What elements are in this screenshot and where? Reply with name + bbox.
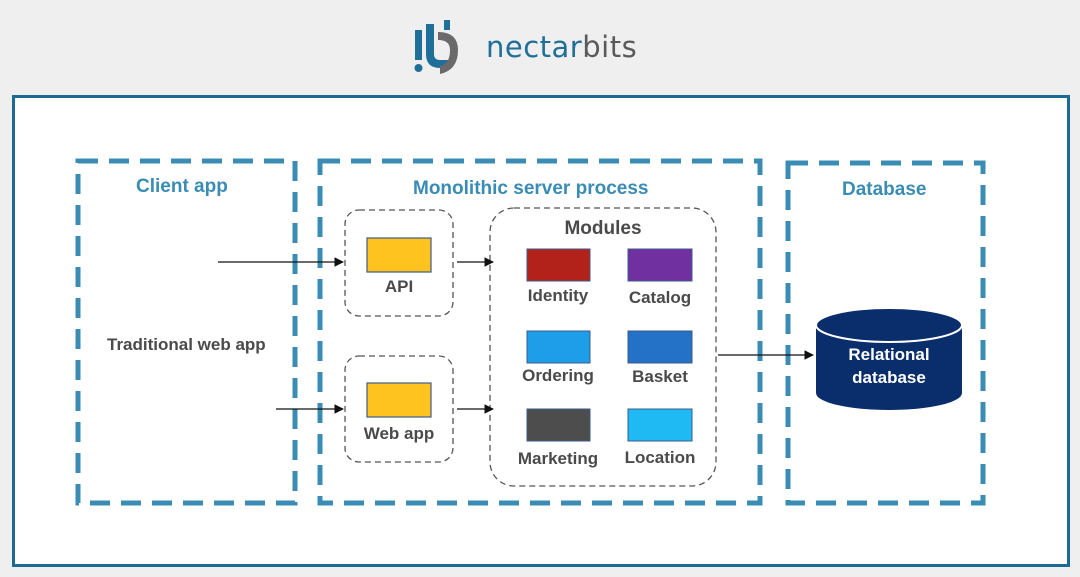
module-box-location	[627, 408, 693, 442]
database-label: Relational database	[816, 343, 962, 389]
modules-container	[489, 207, 717, 487]
module-label-marketing: Marketing	[517, 449, 599, 468]
api-box	[366, 237, 432, 273]
brand-name-part2: bits	[582, 30, 638, 64]
relational-database-cylinder	[815, 307, 963, 410]
module-box-marketing	[526, 408, 591, 442]
database-region	[785, 160, 986, 506]
webapp-box	[366, 382, 432, 418]
server-process-region	[317, 158, 763, 506]
server-process-title: Monolithic server process	[413, 178, 649, 199]
nectarbits-logo: nectarbits	[412, 18, 672, 80]
modules-title: Modules	[564, 218, 642, 239]
database-label-line2: database	[852, 368, 926, 387]
api-container	[344, 209, 454, 317]
module-box-ordering	[526, 330, 591, 364]
module-label-catalog: Catalog	[628, 288, 692, 307]
module-label-ordering: Ordering	[522, 366, 594, 385]
nectarbits-logo-icon	[414, 20, 458, 74]
webapp-container	[344, 355, 454, 463]
database-title: Database	[842, 179, 927, 200]
brand-name-part1: nectar	[486, 30, 583, 64]
module-label-basket: Basket	[632, 367, 688, 386]
client-app-title: Client app	[136, 176, 228, 197]
traditional-web-app-label: Traditional web app	[107, 335, 266, 354]
module-box-catalog	[627, 248, 693, 282]
api-label: API	[384, 277, 414, 296]
brand-name: nectarbits	[486, 30, 637, 64]
module-label-location: Location	[624, 448, 696, 467]
webapp-label: Web app	[363, 424, 435, 443]
client-app-region	[75, 158, 298, 506]
module-box-identity	[526, 248, 591, 282]
module-label-identity: Identity	[527, 286, 589, 305]
module-box-basket	[627, 330, 693, 364]
database-label-line1: Relational	[848, 345, 930, 364]
